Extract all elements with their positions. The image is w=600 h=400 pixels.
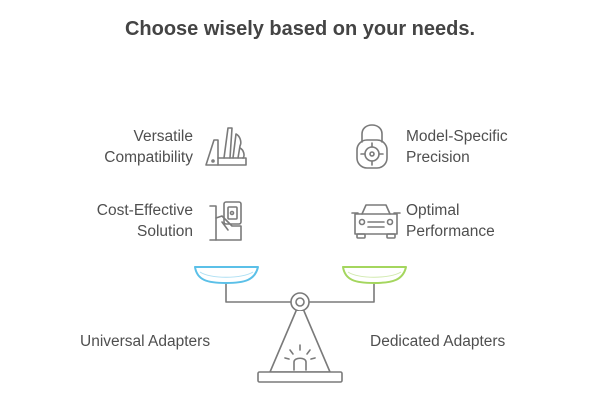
multitool-icon [205, 127, 247, 166]
scale-base [257, 371, 343, 383]
right-feature-1-line1: Model-Specific [406, 128, 508, 145]
left-feature-2-label: Cost-Effective Solution [97, 200, 193, 242]
right-feature-1-line2: Precision [406, 149, 470, 166]
scale-right-arm [307, 280, 375, 303]
scale-stand [269, 310, 331, 373]
left-pan [194, 266, 259, 284]
left-feature-1-line2: Compatibility [104, 149, 193, 166]
scale-left-arm [225, 280, 293, 303]
right-feature-1-label: Model-Specific Precision [406, 126, 508, 168]
diagram-title: Choose wisely based on your needs. [124, 18, 476, 40]
target-lock-icon [356, 124, 388, 169]
light-icon [284, 344, 316, 371]
right-feature-2-line2: Performance [406, 223, 495, 240]
left-feature-1-line1: Versatile [133, 128, 193, 145]
left-feature-2-line1: Cost-Effective [96, 202, 193, 219]
right-option-label: Dedicated Adapters [370, 333, 506, 350]
left-option-label: Universal Adapters [80, 333, 211, 350]
left-feature-2-line2: Solution [136, 223, 193, 240]
money-hand-icon [209, 201, 242, 241]
right-pan [342, 266, 407, 284]
car-icon [351, 204, 401, 239]
right-feature-2-line1: Optimal [406, 202, 460, 219]
right-feature-2-label: Optimal Performance [406, 200, 495, 242]
scale-pivot [290, 292, 310, 312]
left-feature-1-label: Versatile Compatibility [104, 126, 193, 168]
